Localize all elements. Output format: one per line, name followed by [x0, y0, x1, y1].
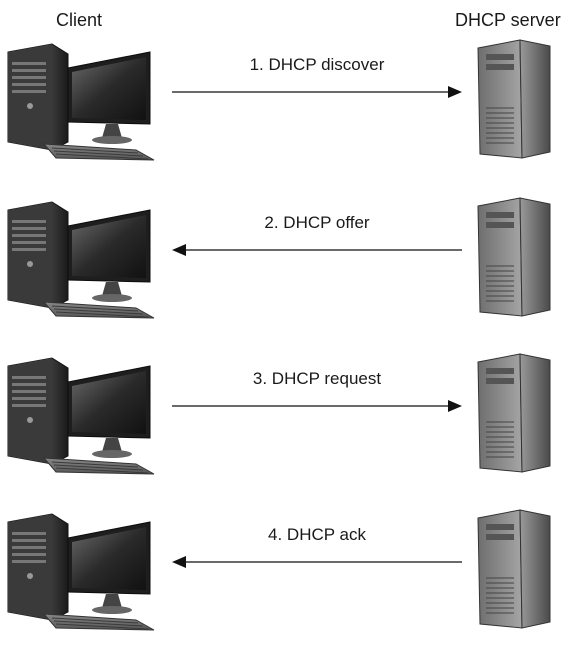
arrow-right-icon — [172, 398, 462, 414]
dhcp-step-row: 2. DHCP offer — [0, 196, 568, 356]
arrow-left-icon — [172, 242, 462, 258]
client-column-title: Client — [56, 10, 103, 30]
desktop-computer-icon — [6, 352, 156, 477]
tower-server-icon — [470, 508, 560, 633]
arrow-right-icon — [172, 84, 462, 100]
dhcp-message-label: 1. DHCP discover — [249, 55, 385, 74]
desktop-computer-icon — [6, 38, 156, 163]
desktop-computer-icon — [6, 196, 156, 321]
tower-server-icon — [470, 196, 560, 321]
dhcp-step-row: 3. DHCP request — [0, 352, 568, 512]
dhcp-step-row: 1. DHCP discover — [0, 38, 568, 198]
dhcp-message-label: 3. DHCP request — [252, 369, 382, 388]
dhcp-step-row: 4. DHCP ack — [0, 508, 568, 668]
tower-server-icon — [470, 352, 560, 477]
dhcp-message-label: 2. DHCP offer — [264, 213, 370, 232]
desktop-computer-icon — [6, 508, 156, 633]
tower-server-icon — [470, 38, 560, 163]
server-column-title: DHCP server — [455, 10, 561, 30]
arrow-left-icon — [172, 554, 462, 570]
dhcp-message-label: 4. DHCP ack — [268, 525, 366, 544]
